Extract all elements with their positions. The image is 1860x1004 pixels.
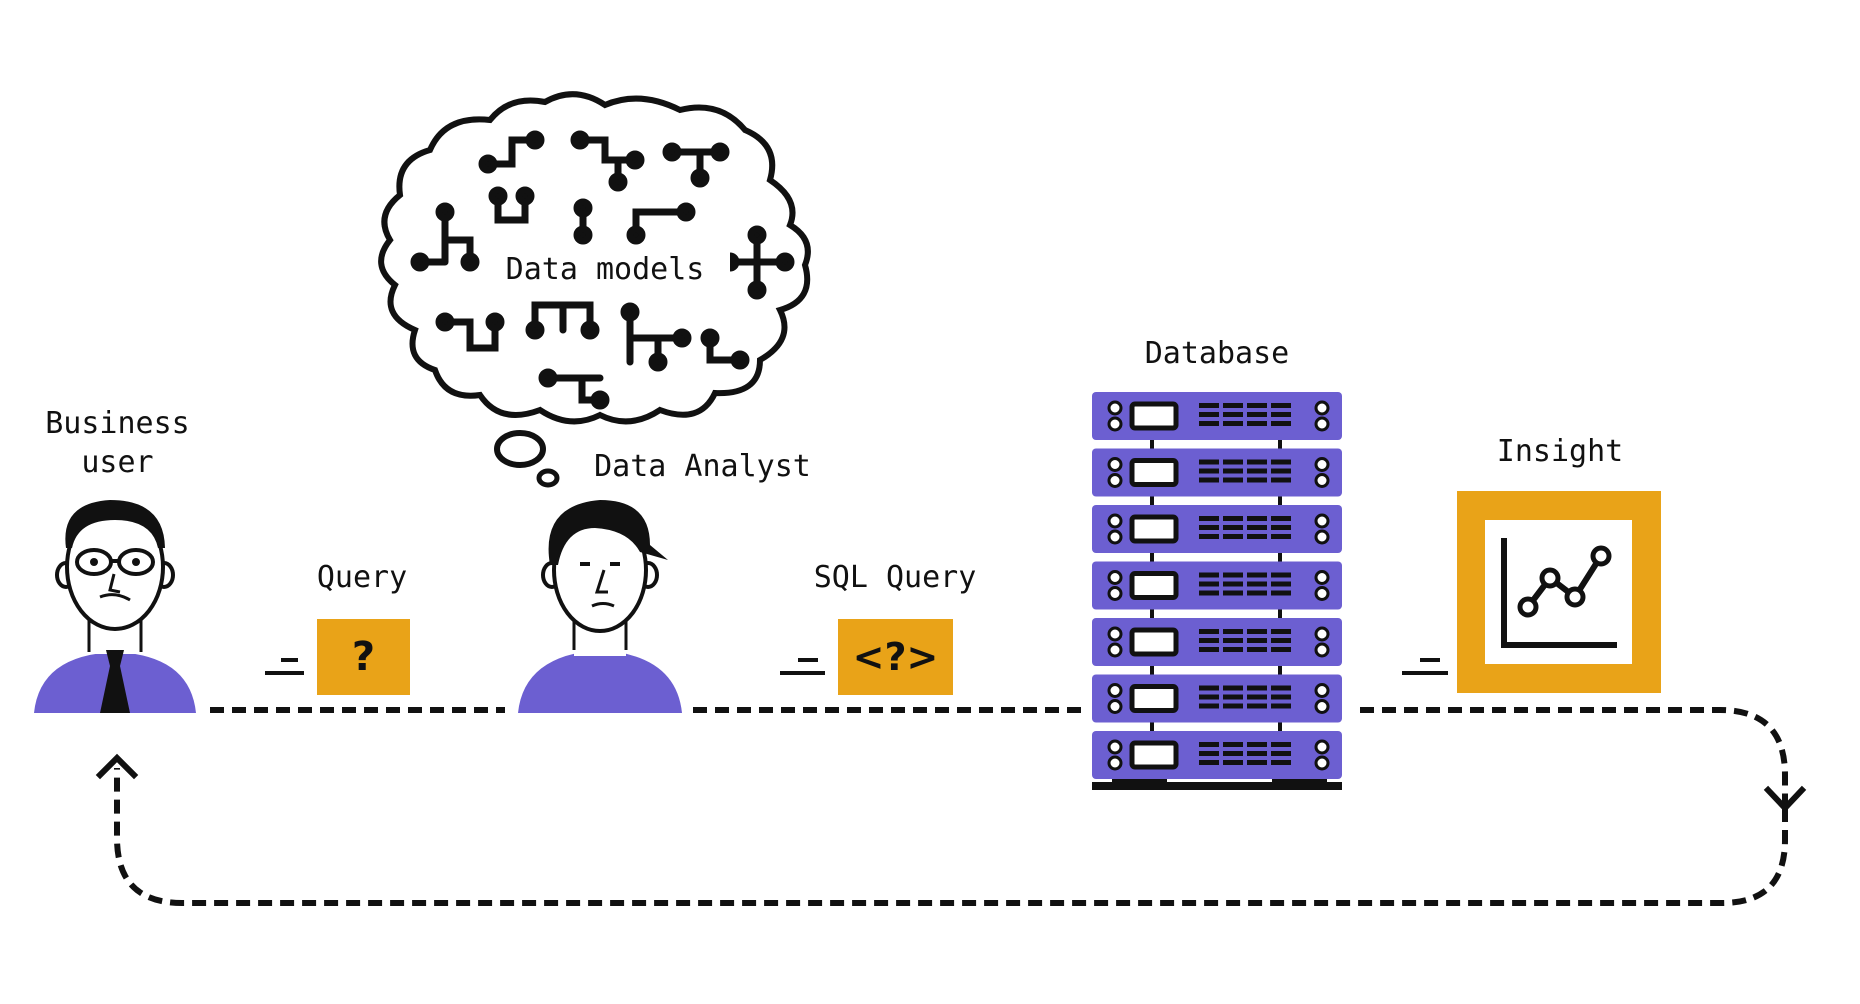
business-user-hair [65, 500, 165, 548]
business-user-label: Business user [45, 406, 190, 480]
database-rack [1092, 392, 1342, 790]
query-label: Query [316, 560, 408, 595]
chart-axes-icon [1501, 538, 1617, 648]
query-symbol: ? [351, 634, 376, 680]
data-analyst-hair [548, 500, 668, 565]
sql-query-badge [838, 619, 953, 695]
server-unit [1092, 731, 1342, 779]
sql-symbol: <?> [852, 635, 939, 679]
thought-bubble [378, 91, 811, 488]
flow-lines [114, 707, 1788, 906]
data-analyst-label: Data Analyst [594, 449, 811, 484]
arrow-up-icon [95, 753, 139, 780]
server-unit [1092, 448, 1342, 497]
server-unit [1092, 674, 1342, 723]
database-label: Database [1144, 336, 1290, 371]
business-user-figure [34, 500, 196, 713]
flow-database-to-insight-and-down [1360, 707, 1788, 805]
connector-marks [265, 658, 1448, 675]
data-analyst-body [518, 650, 682, 713]
server-unit [1092, 392, 1342, 440]
necktie-icon [100, 650, 130, 713]
flow-return-to-user [114, 768, 1788, 906]
sql-query-label: SQL Query [813, 560, 977, 595]
insight-label: Insight [1496, 434, 1624, 469]
data-analyst-figure [518, 500, 682, 713]
arrow-down-icon [1763, 785, 1807, 813]
server-unit [1092, 561, 1342, 610]
insight-card [1457, 491, 1661, 693]
server-unit [1092, 505, 1342, 553]
query-badge [317, 619, 410, 695]
line-chart-icon [1525, 554, 1604, 609]
data-models-label: Data models [480, 250, 730, 289]
server-unit [1092, 618, 1342, 666]
